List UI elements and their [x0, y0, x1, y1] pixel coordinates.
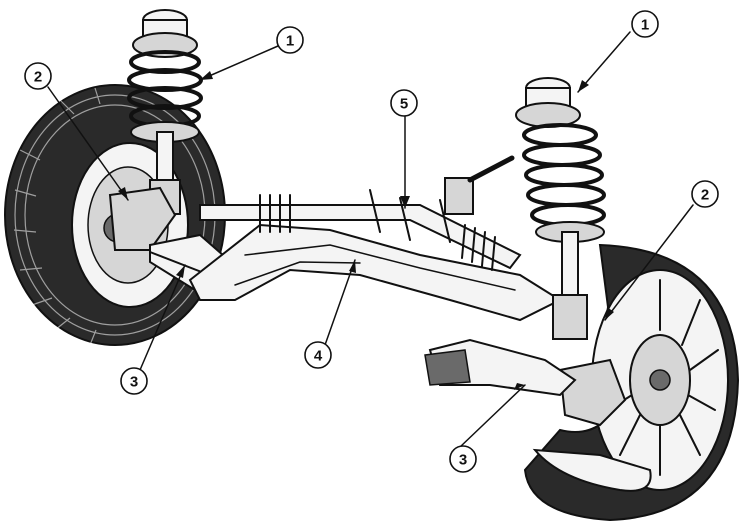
callout-right-lower-arm: 3 — [449, 445, 477, 473]
callout-left-strut: 1 — [276, 26, 304, 54]
callout-crossmember: 4 — [304, 341, 332, 369]
right-strut-assembly — [515, 77, 606, 340]
right-wheel — [523, 243, 740, 522]
leader-arrowheads — [118, 71, 614, 390]
callout-right-knuckle: 2 — [691, 180, 719, 208]
callout-label: 5 — [400, 96, 408, 113]
callout-label: 4 — [314, 348, 323, 365]
right-knuckle-and-arm — [424, 338, 627, 427]
callout-label: 2 — [34, 69, 42, 86]
callout-right-strut: 1 — [631, 10, 659, 38]
callout-label: 3 — [459, 452, 467, 469]
callout-left-lower-arm: 3 — [120, 367, 148, 395]
callout-label: 1 — [641, 17, 649, 34]
leader-lines — [47, 31, 694, 448]
callout-left-knuckle: 2 — [24, 62, 52, 90]
left-strut-assembly — [127, 9, 203, 215]
steering-rack — [199, 155, 522, 271]
callout-label: 3 — [130, 374, 138, 391]
crossmember — [188, 223, 563, 322]
callout-label: 2 — [701, 187, 709, 204]
callout-label: 1 — [286, 33, 294, 50]
callout-steering-rack: 5 — [390, 89, 418, 117]
